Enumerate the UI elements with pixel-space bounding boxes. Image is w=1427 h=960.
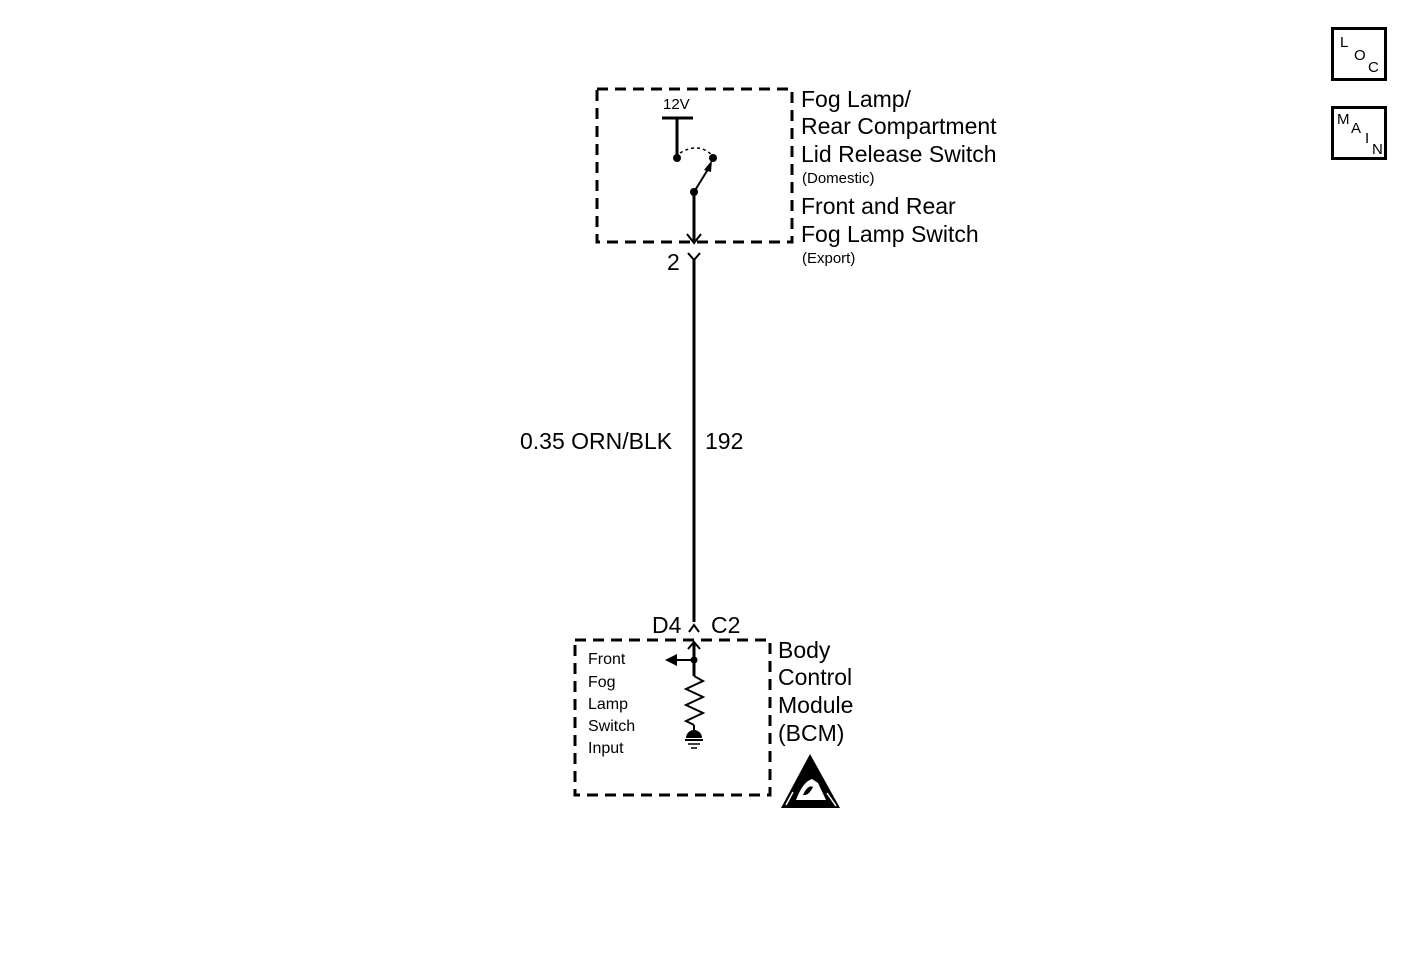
bcm-input-label-line-3: Lamp: [588, 696, 629, 713]
main-letter-m: M: [1337, 111, 1350, 128]
switch-output-arrowhead: [686, 233, 702, 245]
voltage-label: 12V: [663, 96, 690, 113]
bcm-input-label-line-5: Input: [588, 740, 624, 757]
bcm-input-label-line-2: Fog: [588, 674, 616, 691]
loc-letter-c: C: [1368, 59, 1379, 76]
wire-circuit-label: 192: [705, 428, 744, 454]
bcm-input-label-line-4: Switch: [588, 718, 636, 735]
bcm-pin-label: D4: [652, 612, 682, 638]
bcm-title-line-1: Body: [778, 637, 831, 663]
bcm-junction-dot: [690, 656, 698, 664]
switch-note-domestic: (Domestic): [802, 170, 875, 187]
bcm-box: [573, 638, 772, 797]
switch-export-title-line-1: Front and Rear: [801, 193, 956, 219]
bcm-title-line-4: (BCM): [778, 720, 845, 746]
switch-open-contact: [709, 154, 717, 162]
switch-mechanical-link: [679, 147, 713, 156]
switch-arm-arrowhead: [704, 160, 712, 172]
bcm-sense-arrowhead: [665, 654, 677, 666]
switch-title-line-2: Rear Compartment: [801, 113, 997, 139]
switch-pin-label: 2: [667, 249, 680, 275]
loc-letter-o: O: [1354, 47, 1366, 64]
main-letter-n: N: [1372, 141, 1383, 158]
connector-c2-symbol: [688, 623, 700, 633]
switch-title-line-3: Lid Release Switch: [801, 141, 997, 167]
switch-note-export: (Export): [802, 250, 856, 267]
wire-gauge-color-label: 0.35 ORN/BLK: [520, 428, 673, 454]
ground-dome: [686, 730, 702, 738]
loc-button[interactable]: L O C: [1331, 27, 1387, 81]
bcm-input-label-line-1: Front: [588, 651, 626, 668]
main-letter-i: I: [1365, 130, 1370, 147]
switch-component-box: [595, 87, 794, 244]
esd-warning-icon: [781, 754, 840, 808]
switch-export-title-line-2: Fog Lamp Switch: [801, 221, 979, 247]
bcm-title-line-3: Module: [778, 692, 854, 718]
switch-title-line-1: Fog Lamp/: [801, 86, 911, 112]
main-button[interactable]: M A I N: [1331, 106, 1387, 160]
bcm-connector-label: C2: [711, 612, 741, 638]
loc-letter-l: L: [1340, 34, 1349, 51]
switch-fixed-contact: [673, 154, 681, 162]
main-letter-a: A: [1351, 120, 1362, 137]
pull-down-resistor: [683, 675, 706, 726]
bcm-title-line-2: Control: [778, 664, 853, 690]
